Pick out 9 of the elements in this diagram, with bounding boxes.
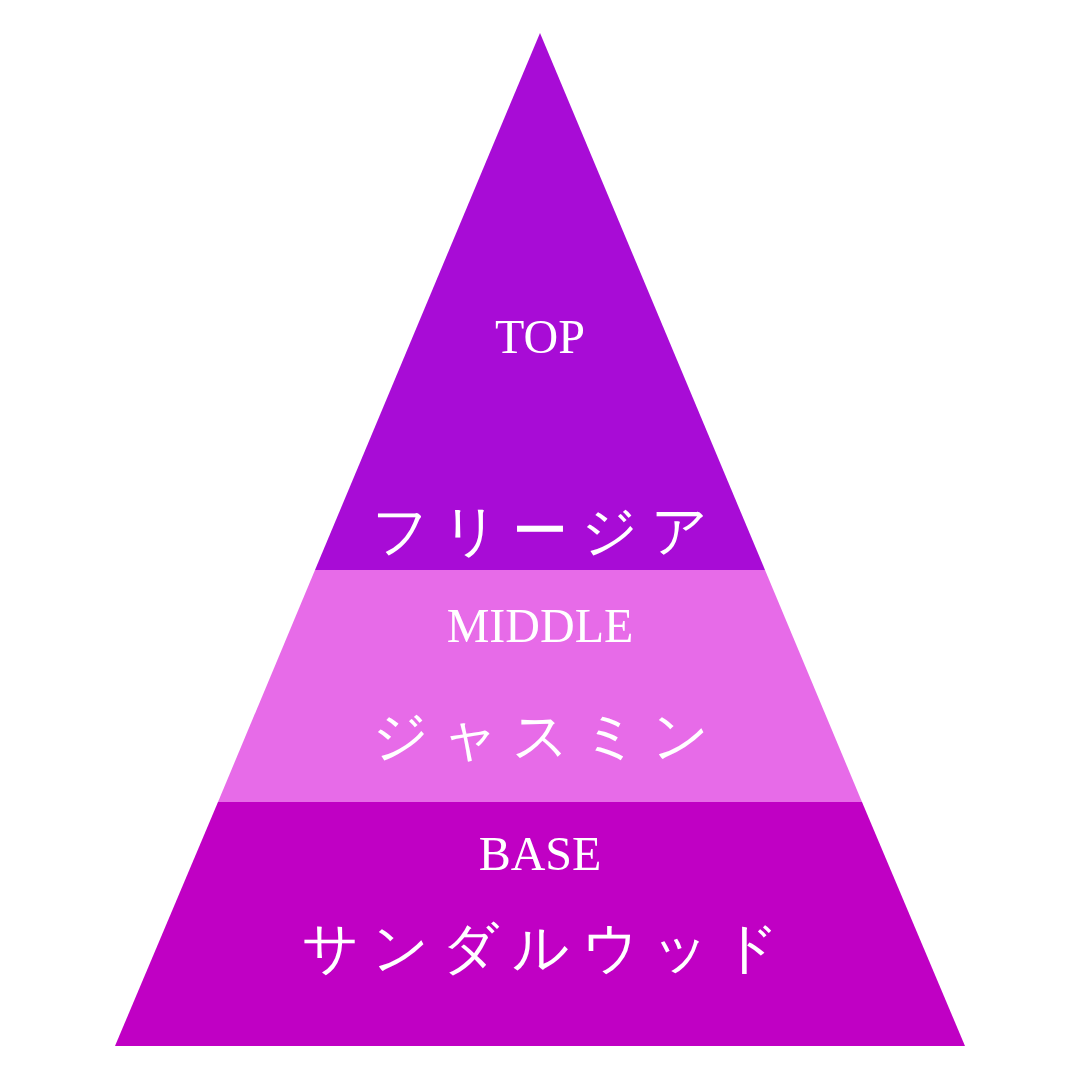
tier-label: サンダルウッド: [300, 920, 793, 976]
tier-heading: MIDDLE: [445, 602, 635, 650]
tier-label: ジャスミン: [370, 708, 723, 764]
tier-heading: TOP: [494, 313, 586, 361]
pyramid-tier: [218, 570, 862, 802]
pyramid-tier: [315, 33, 765, 570]
tier-heading: BASE: [477, 830, 603, 878]
pyramid-tier: [115, 802, 965, 1046]
tier-label: フリージア: [371, 503, 722, 559]
